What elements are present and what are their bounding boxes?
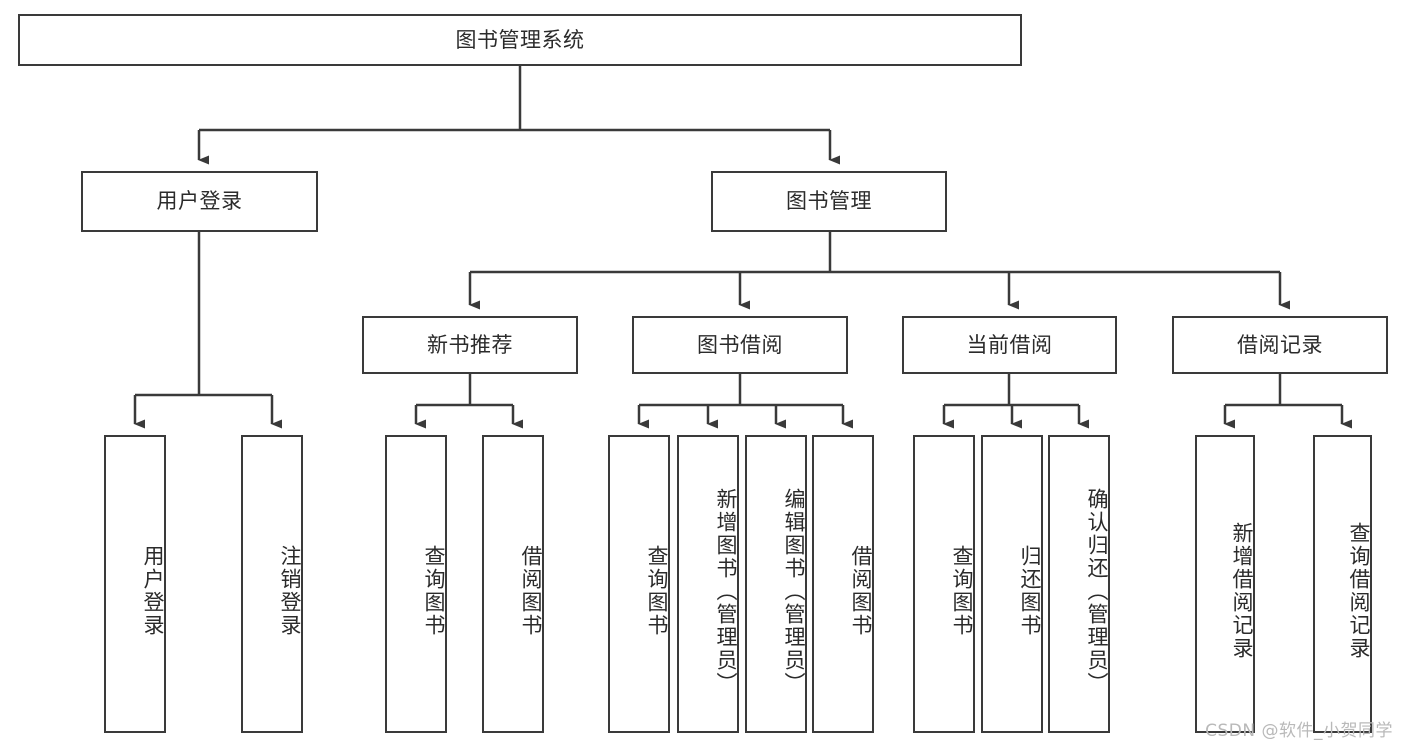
node-leaf-query-book-3-label: 查询图书 xyxy=(950,545,974,637)
node-leaf-logout[interactable]: 注销登录 xyxy=(241,435,303,733)
node-root-label: 图书管理系统 xyxy=(455,27,585,52)
node-leaf-return-book-label: 归还图书 xyxy=(1018,545,1042,637)
node-leaf-query-record-label: 查询借阅记录 xyxy=(1347,522,1371,660)
node-leaf-add-book[interactable]: 新增图书（管理员） xyxy=(677,435,739,733)
node-leaf-query-book-1[interactable]: 查询图书 xyxy=(385,435,447,733)
node-book-manage[interactable]: 图书管理 xyxy=(711,171,947,232)
node-leaf-query-book-1-label: 查询图书 xyxy=(422,545,446,637)
node-leaf-confirm-return-label: 确认归还（管理员） xyxy=(1085,487,1109,695)
node-leaf-borrow-book-2[interactable]: 借阅图书 xyxy=(812,435,874,733)
node-leaf-borrow-book-2-label: 借阅图书 xyxy=(849,545,873,637)
node-leaf-edit-book[interactable]: 编辑图书（管理员） xyxy=(745,435,807,733)
node-leaf-borrow-book-1[interactable]: 借阅图书 xyxy=(482,435,544,733)
node-user-login[interactable]: 用户登录 xyxy=(81,171,318,232)
node-leaf-query-book-2[interactable]: 查询图书 xyxy=(608,435,670,733)
node-leaf-add-book-label: 新增图书（管理员） xyxy=(714,487,738,695)
node-leaf-user-login[interactable]: 用户登录 xyxy=(104,435,166,733)
node-leaf-edit-book-label: 编辑图书（管理员） xyxy=(782,487,806,695)
node-leaf-confirm-return[interactable]: 确认归还（管理员） xyxy=(1048,435,1110,733)
node-new-book-recommend[interactable]: 新书推荐 xyxy=(362,316,578,374)
node-book-borrow[interactable]: 图书借阅 xyxy=(632,316,848,374)
node-leaf-user-login-label: 用户登录 xyxy=(141,545,165,637)
node-leaf-return-book[interactable]: 归还图书 xyxy=(981,435,1043,733)
node-current-borrow-label: 当前借阅 xyxy=(966,332,1053,357)
node-leaf-add-record[interactable]: 新增借阅记录 xyxy=(1195,435,1255,733)
node-leaf-borrow-book-1-label: 借阅图书 xyxy=(519,545,543,637)
node-root[interactable]: 图书管理系统 xyxy=(18,14,1022,66)
node-leaf-logout-label: 注销登录 xyxy=(278,545,302,637)
node-leaf-query-record[interactable]: 查询借阅记录 xyxy=(1313,435,1372,733)
node-current-borrow[interactable]: 当前借阅 xyxy=(902,316,1117,374)
node-leaf-query-book-3[interactable]: 查询图书 xyxy=(913,435,975,733)
node-leaf-add-record-label: 新增借阅记录 xyxy=(1230,522,1254,660)
node-new-book-recommend-label: 新书推荐 xyxy=(427,332,513,357)
node-borrow-record-label: 借阅记录 xyxy=(1237,332,1323,357)
node-user-login-label: 用户登录 xyxy=(156,189,243,214)
node-borrow-record[interactable]: 借阅记录 xyxy=(1172,316,1388,374)
node-leaf-query-book-2-label: 查询图书 xyxy=(645,545,669,637)
node-book-borrow-label: 图书借阅 xyxy=(697,332,783,357)
node-book-manage-label: 图书管理 xyxy=(786,189,872,214)
